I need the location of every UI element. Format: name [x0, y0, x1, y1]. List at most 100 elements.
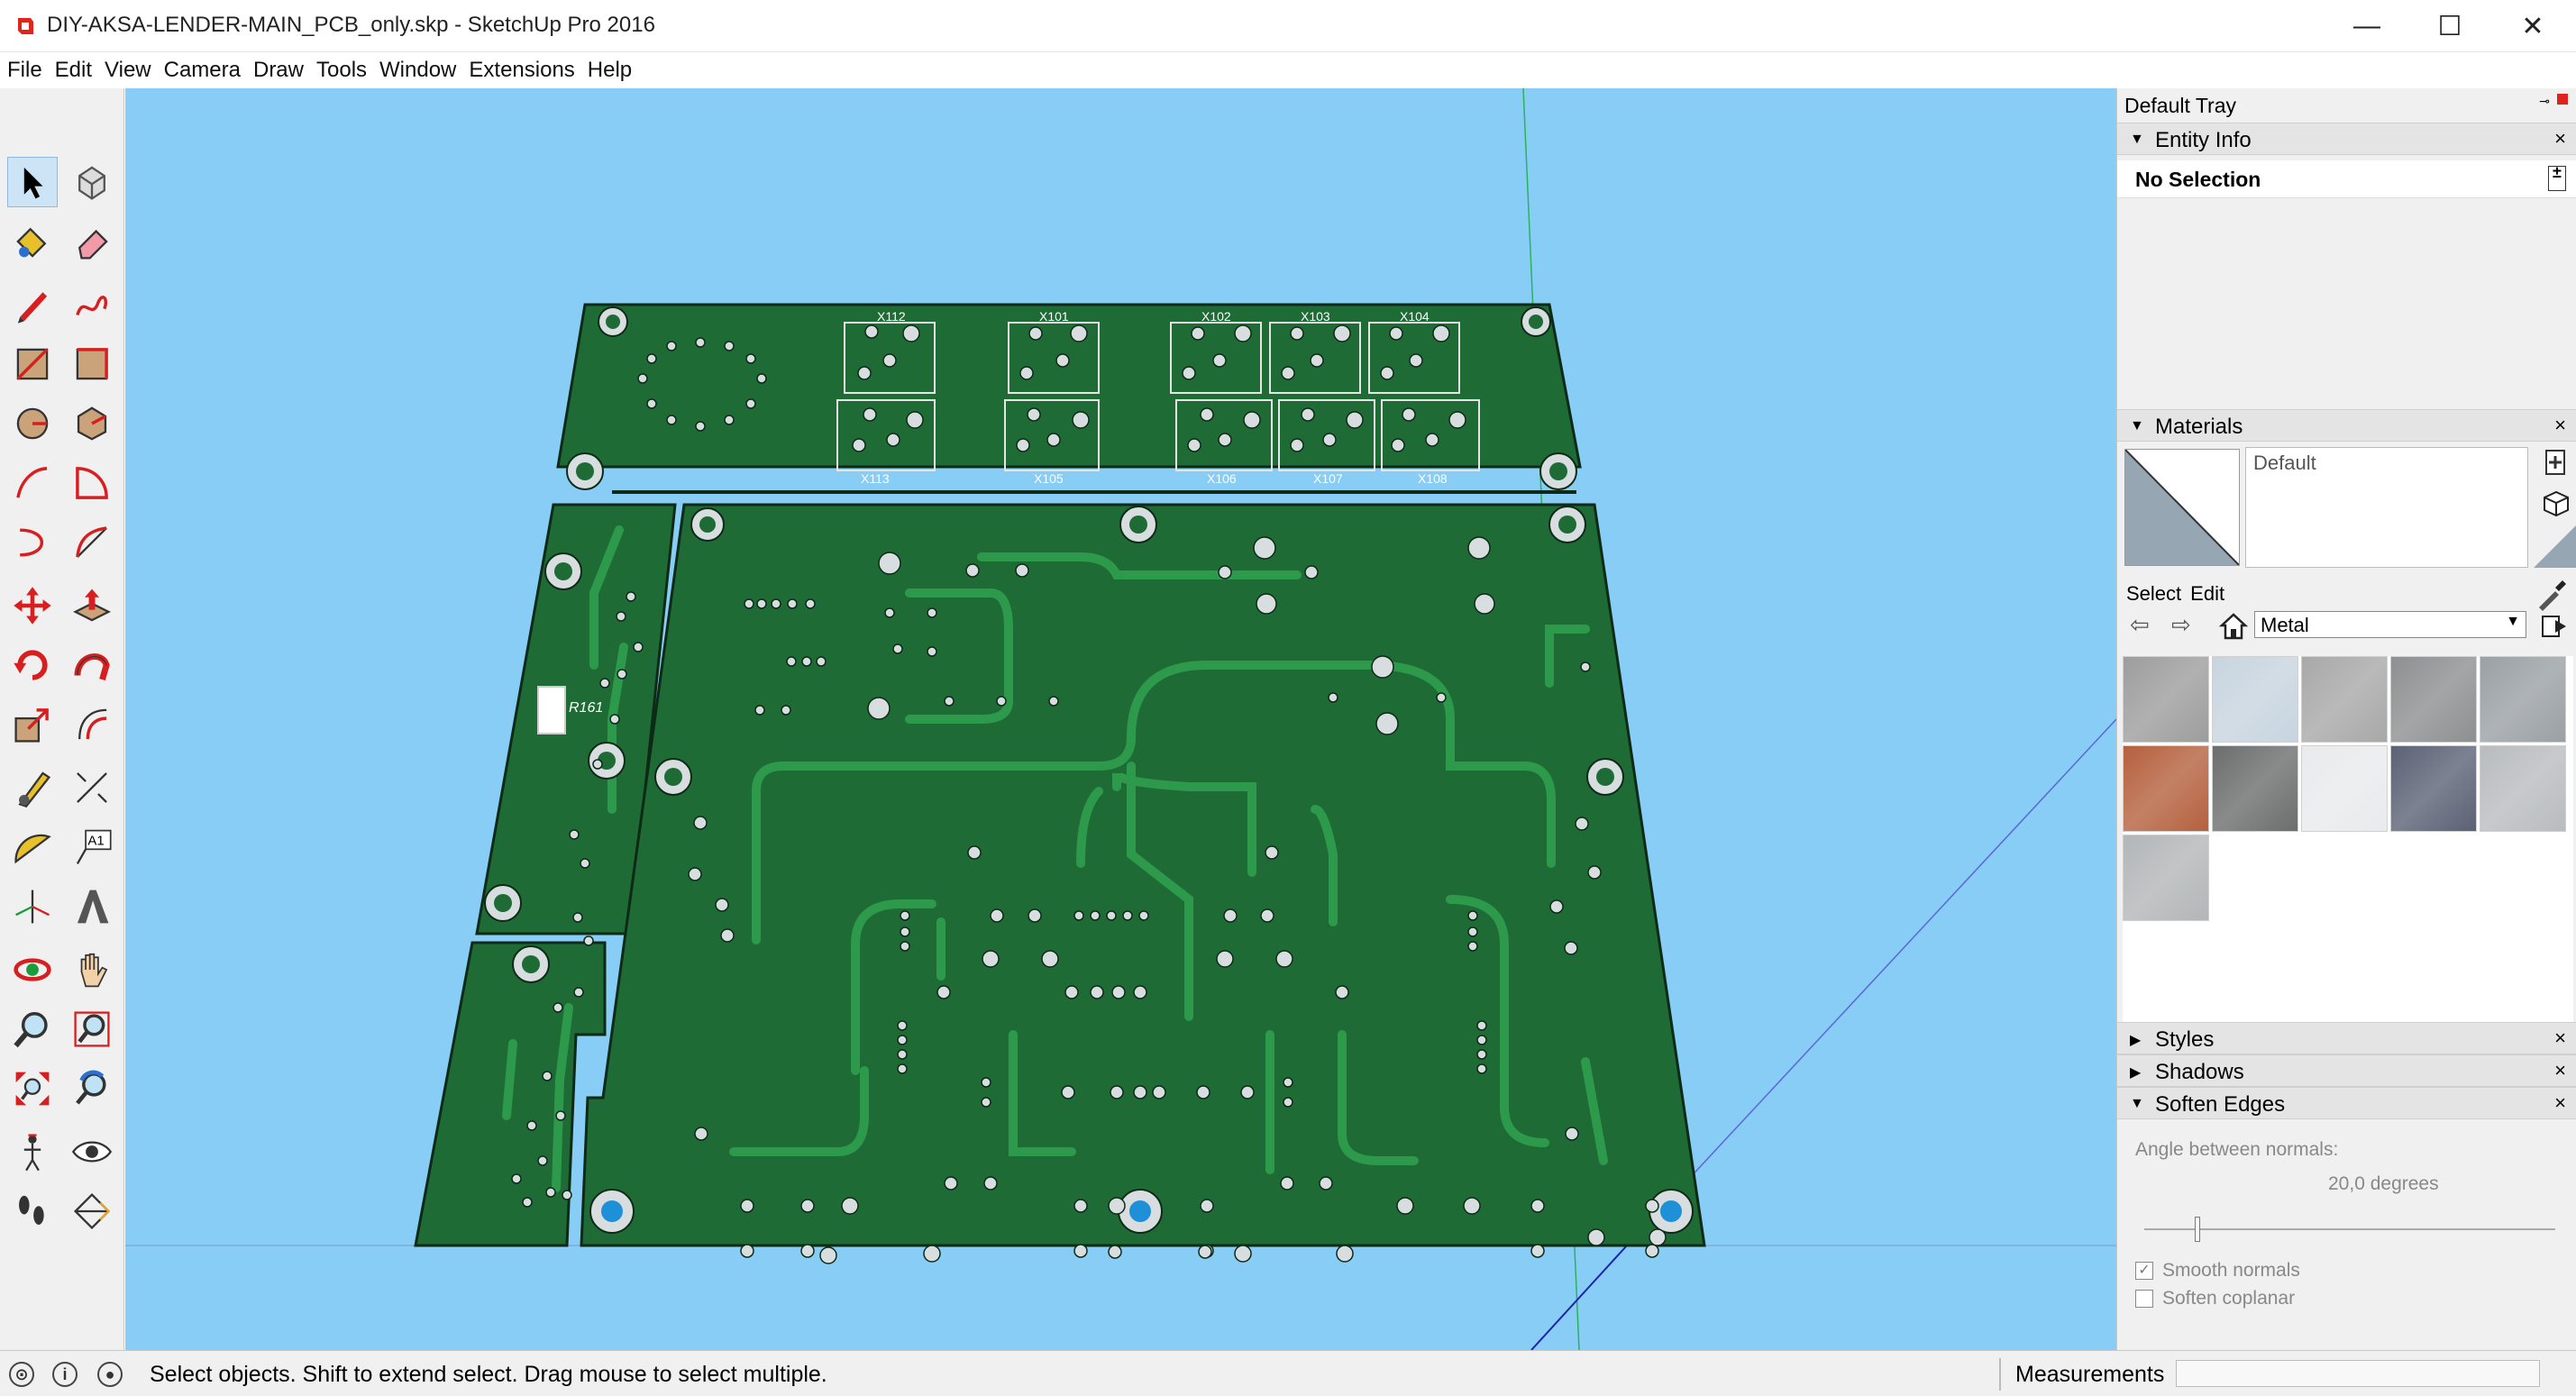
two-point-arc-button[interactable] — [67, 517, 117, 568]
move-tool-button[interactable] — [7, 580, 58, 631]
text-tool-button[interactable]: A1 — [67, 822, 117, 872]
materials-header[interactable]: ▼ Materials × — [2117, 409, 2576, 442]
material-cube-icon[interactable] — [2541, 488, 2571, 519]
previous-view-button[interactable] — [67, 1063, 117, 1114]
credits-info-icon[interactable]: i — [52, 1362, 78, 1387]
circle-tool-button[interactable] — [7, 398, 58, 449]
menu-tools[interactable]: Tools — [316, 58, 368, 82]
pcb-traces — [729, 552, 1608, 1174]
material-swatch[interactable] — [2123, 656, 2209, 743]
menu-file[interactable]: File — [7, 58, 42, 82]
forward-arrow-icon[interactable]: ⇨ — [2171, 611, 2191, 638]
geo-location-icon[interactable]: ⊙ — [9, 1362, 34, 1387]
axes-tool-button[interactable] — [7, 881, 58, 932]
paint-bucket-button[interactable] — [7, 216, 58, 267]
section-plane-button[interactable] — [67, 1186, 117, 1236]
protractor-icon — [14, 834, 51, 864]
rotated-rectangle-button[interactable] — [67, 339, 117, 389]
3d-text-button[interactable] — [67, 881, 117, 932]
default-material-icon[interactable] — [2534, 525, 2576, 568]
scale-tool-button[interactable] — [7, 699, 58, 750]
label-x105: X105 — [1034, 471, 1064, 486]
back-arrow-icon[interactable]: ⇦ — [2130, 611, 2150, 638]
follow-me-button[interactable] — [67, 640, 117, 690]
arc-tool-button[interactable] — [7, 458, 58, 508]
dimension-tool-button[interactable] — [67, 762, 117, 813]
pcb-model-scene: X112 X101 X102 X103 X104 X113 X105 X106 … — [125, 88, 2116, 1350]
menu-view[interactable]: View — [105, 58, 151, 82]
tape-measure-button[interactable] — [7, 762, 58, 813]
zoom-window-button[interactable] — [67, 1004, 117, 1054]
pin-icon[interactable]: ⊸ — [2539, 94, 2550, 108]
styles-close-icon[interactable]: × — [2554, 1026, 2566, 1049]
expand-details-icon[interactable]: ± — [2548, 164, 2566, 191]
smooth-normals-checkbox[interactable]: ✓ — [2135, 1262, 2153, 1280]
tab-edit[interactable]: Edit — [2190, 582, 2225, 605]
material-preview[interactable] — [2124, 449, 2240, 566]
minimize-button[interactable]: — — [2353, 11, 2380, 41]
material-name-field[interactable]: Default — [2245, 447, 2528, 568]
zoom-tool-button[interactable] — [7, 1004, 58, 1054]
material-swatch[interactable] — [2301, 656, 2388, 743]
soften-edges-header[interactable]: ▼ Soften Edges × — [2117, 1087, 2576, 1119]
angle-slider-track[interactable] — [2144, 1228, 2555, 1230]
create-material-icon[interactable] — [2544, 449, 2566, 476]
material-swatch[interactable] — [2123, 835, 2209, 921]
home-icon[interactable] — [2218, 611, 2249, 642]
zoom-extents-button[interactable] — [7, 1063, 58, 1114]
details-arrow-icon[interactable] — [2541, 613, 2568, 640]
styles-header[interactable]: ▶ Styles × — [2117, 1022, 2576, 1054]
polygon-tool-button[interactable] — [67, 398, 117, 449]
shadows-header[interactable]: ▶ Shadows × — [2117, 1054, 2576, 1087]
orbit-tool-button[interactable] — [7, 944, 58, 995]
tray-close-icon[interactable] — [2557, 94, 2568, 105]
entity-info-close-icon[interactable]: × — [2554, 127, 2566, 150]
rotate-tool-button[interactable] — [7, 640, 58, 690]
menu-extensions[interactable]: Extensions — [469, 58, 575, 82]
drawing-viewport[interactable]: X112 X101 X102 X103 X104 X113 X105 X106 … — [125, 88, 2116, 1350]
look-around-button[interactable] — [67, 1127, 117, 1177]
soften-edges-close-icon[interactable]: × — [2554, 1091, 2566, 1114]
material-swatch[interactable] — [2390, 745, 2477, 832]
pie-tool-button[interactable] — [67, 458, 117, 508]
maximize-button[interactable]: ☐ — [2437, 11, 2462, 41]
material-swatch[interactable] — [2480, 745, 2566, 832]
material-swatch[interactable] — [2390, 656, 2477, 743]
angle-slider-thumb[interactable] — [2195, 1217, 2200, 1242]
label-x113: X113 — [861, 471, 890, 486]
menu-edit[interactable]: Edit — [54, 58, 93, 82]
walk-tool-button[interactable] — [7, 1186, 58, 1236]
material-swatch[interactable] — [2301, 745, 2388, 832]
measurements-input[interactable] — [2176, 1360, 2540, 1387]
entity-info-header[interactable]: ▼ Entity Info × — [2117, 123, 2576, 155]
menu-draw[interactable]: Draw — [252, 58, 304, 82]
material-swatch[interactable] — [2212, 745, 2298, 832]
tab-select[interactable]: Select — [2126, 582, 2182, 605]
line-tool-button[interactable] — [7, 279, 58, 330]
push-pull-button[interactable] — [67, 580, 117, 631]
soften-coplanar-checkbox[interactable] — [2135, 1290, 2153, 1308]
pan-tool-button[interactable] — [67, 944, 117, 995]
eraser-button[interactable] — [67, 216, 117, 267]
user-account-icon[interactable]: ● — [97, 1362, 123, 1387]
label-x106: X106 — [1207, 471, 1237, 486]
three-point-arc-button[interactable] — [7, 517, 58, 568]
select-tool-button[interactable] — [7, 157, 58, 207]
eyedropper-icon[interactable] — [2535, 579, 2568, 611]
materials-close-icon[interactable]: × — [2554, 414, 2566, 436]
menu-camera[interactable]: Camera — [163, 58, 241, 82]
freehand-tool-button[interactable] — [67, 279, 117, 330]
material-swatch[interactable] — [2123, 745, 2209, 832]
menu-window[interactable]: Window — [379, 58, 457, 82]
make-component-button[interactable] — [67, 157, 117, 207]
rectangle-tool-button[interactable] — [7, 339, 58, 389]
menu-help[interactable]: Help — [587, 58, 633, 82]
offset-tool-button[interactable] — [67, 699, 117, 750]
material-library-select[interactable]: Metal ▼ — [2254, 611, 2526, 638]
material-swatch[interactable] — [2212, 656, 2298, 743]
material-swatch[interactable] — [2480, 656, 2566, 743]
shadows-close-icon[interactable]: × — [2554, 1059, 2566, 1081]
protractor-button[interactable] — [7, 822, 58, 872]
close-button[interactable]: ✕ — [2521, 11, 2544, 41]
position-camera-button[interactable] — [7, 1127, 58, 1177]
